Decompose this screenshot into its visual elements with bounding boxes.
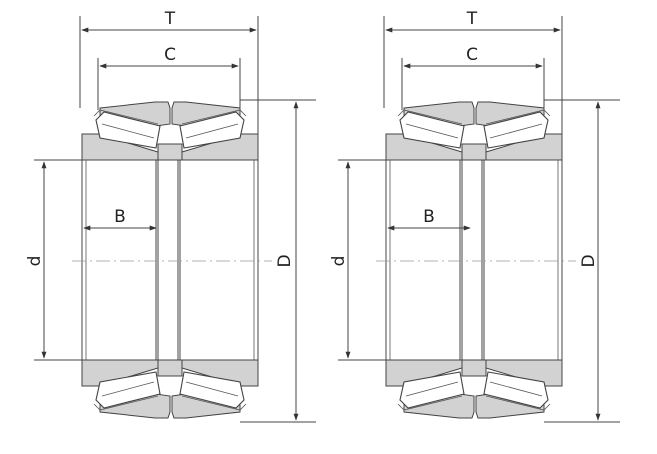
right-d-label: d [329, 256, 349, 267]
right-bearing-diagram: T C B d D [329, 9, 620, 423]
right-t-label: T [466, 9, 478, 29]
left-t-label: T [164, 9, 176, 29]
right-b-label: B [423, 207, 435, 227]
left-bearing-section [81, 101, 259, 419]
left-b-label: B [114, 207, 126, 227]
right-bearing-section [385, 101, 563, 419]
left-bearing-diagram: T C B d D [25, 9, 316, 423]
right-bigd-label: D [579, 254, 599, 267]
left-c-label: C [164, 45, 176, 65]
left-bigd-label: D [275, 254, 295, 267]
left-d-label: d [25, 256, 45, 267]
right-c-label: C [466, 45, 478, 65]
